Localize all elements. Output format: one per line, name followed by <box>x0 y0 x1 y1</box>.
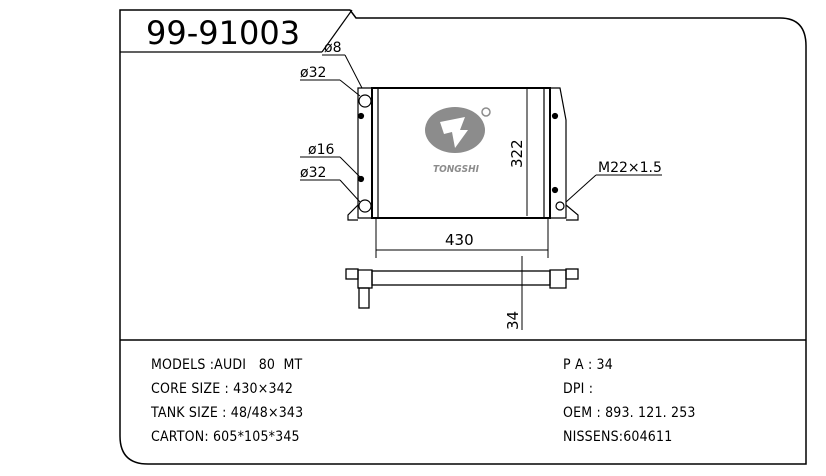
spec-nissens: NISSENS:604611 <box>563 429 673 445</box>
spec-oem: OEM : 893. 121. 253 <box>563 405 696 421</box>
callout-thread: M22×1.5 <box>598 160 662 176</box>
spec-carton: CARTON: 605*105*345 <box>151 429 300 445</box>
title-slash <box>321 9 353 53</box>
thickness-dimension: 34 <box>504 311 522 330</box>
svg-text:TONGSHI: TONGSHI <box>433 164 480 175</box>
spec-tank-size: TANK SIZE : 48/48×343 <box>151 405 304 421</box>
spec-dpi: DPI : <box>563 381 594 397</box>
callout-d32-top: ø32 <box>300 65 326 81</box>
spec-core-size: CORE SIZE : 430×342 <box>151 381 294 397</box>
radiator-front-view <box>347 87 579 221</box>
part-number: 99-91003 <box>146 14 300 52</box>
callout-d16: ø16 <box>308 142 334 158</box>
width-dimension: 430 <box>445 231 474 249</box>
dimension-lines <box>375 88 549 330</box>
callout-d32-bottom: ø32 <box>300 165 326 181</box>
height-dimension: 322 <box>508 139 526 168</box>
callout-d8: ø8 <box>324 40 341 56</box>
sheet-frame <box>119 9 807 465</box>
callout-leaders <box>300 54 662 203</box>
radiator-side-view <box>345 268 579 309</box>
spec-pa: P A : 34 <box>563 357 613 373</box>
brand-logo: TONGSHI <box>425 107 491 175</box>
spec-models: MODELS :AUDI 80 MT <box>151 357 303 373</box>
